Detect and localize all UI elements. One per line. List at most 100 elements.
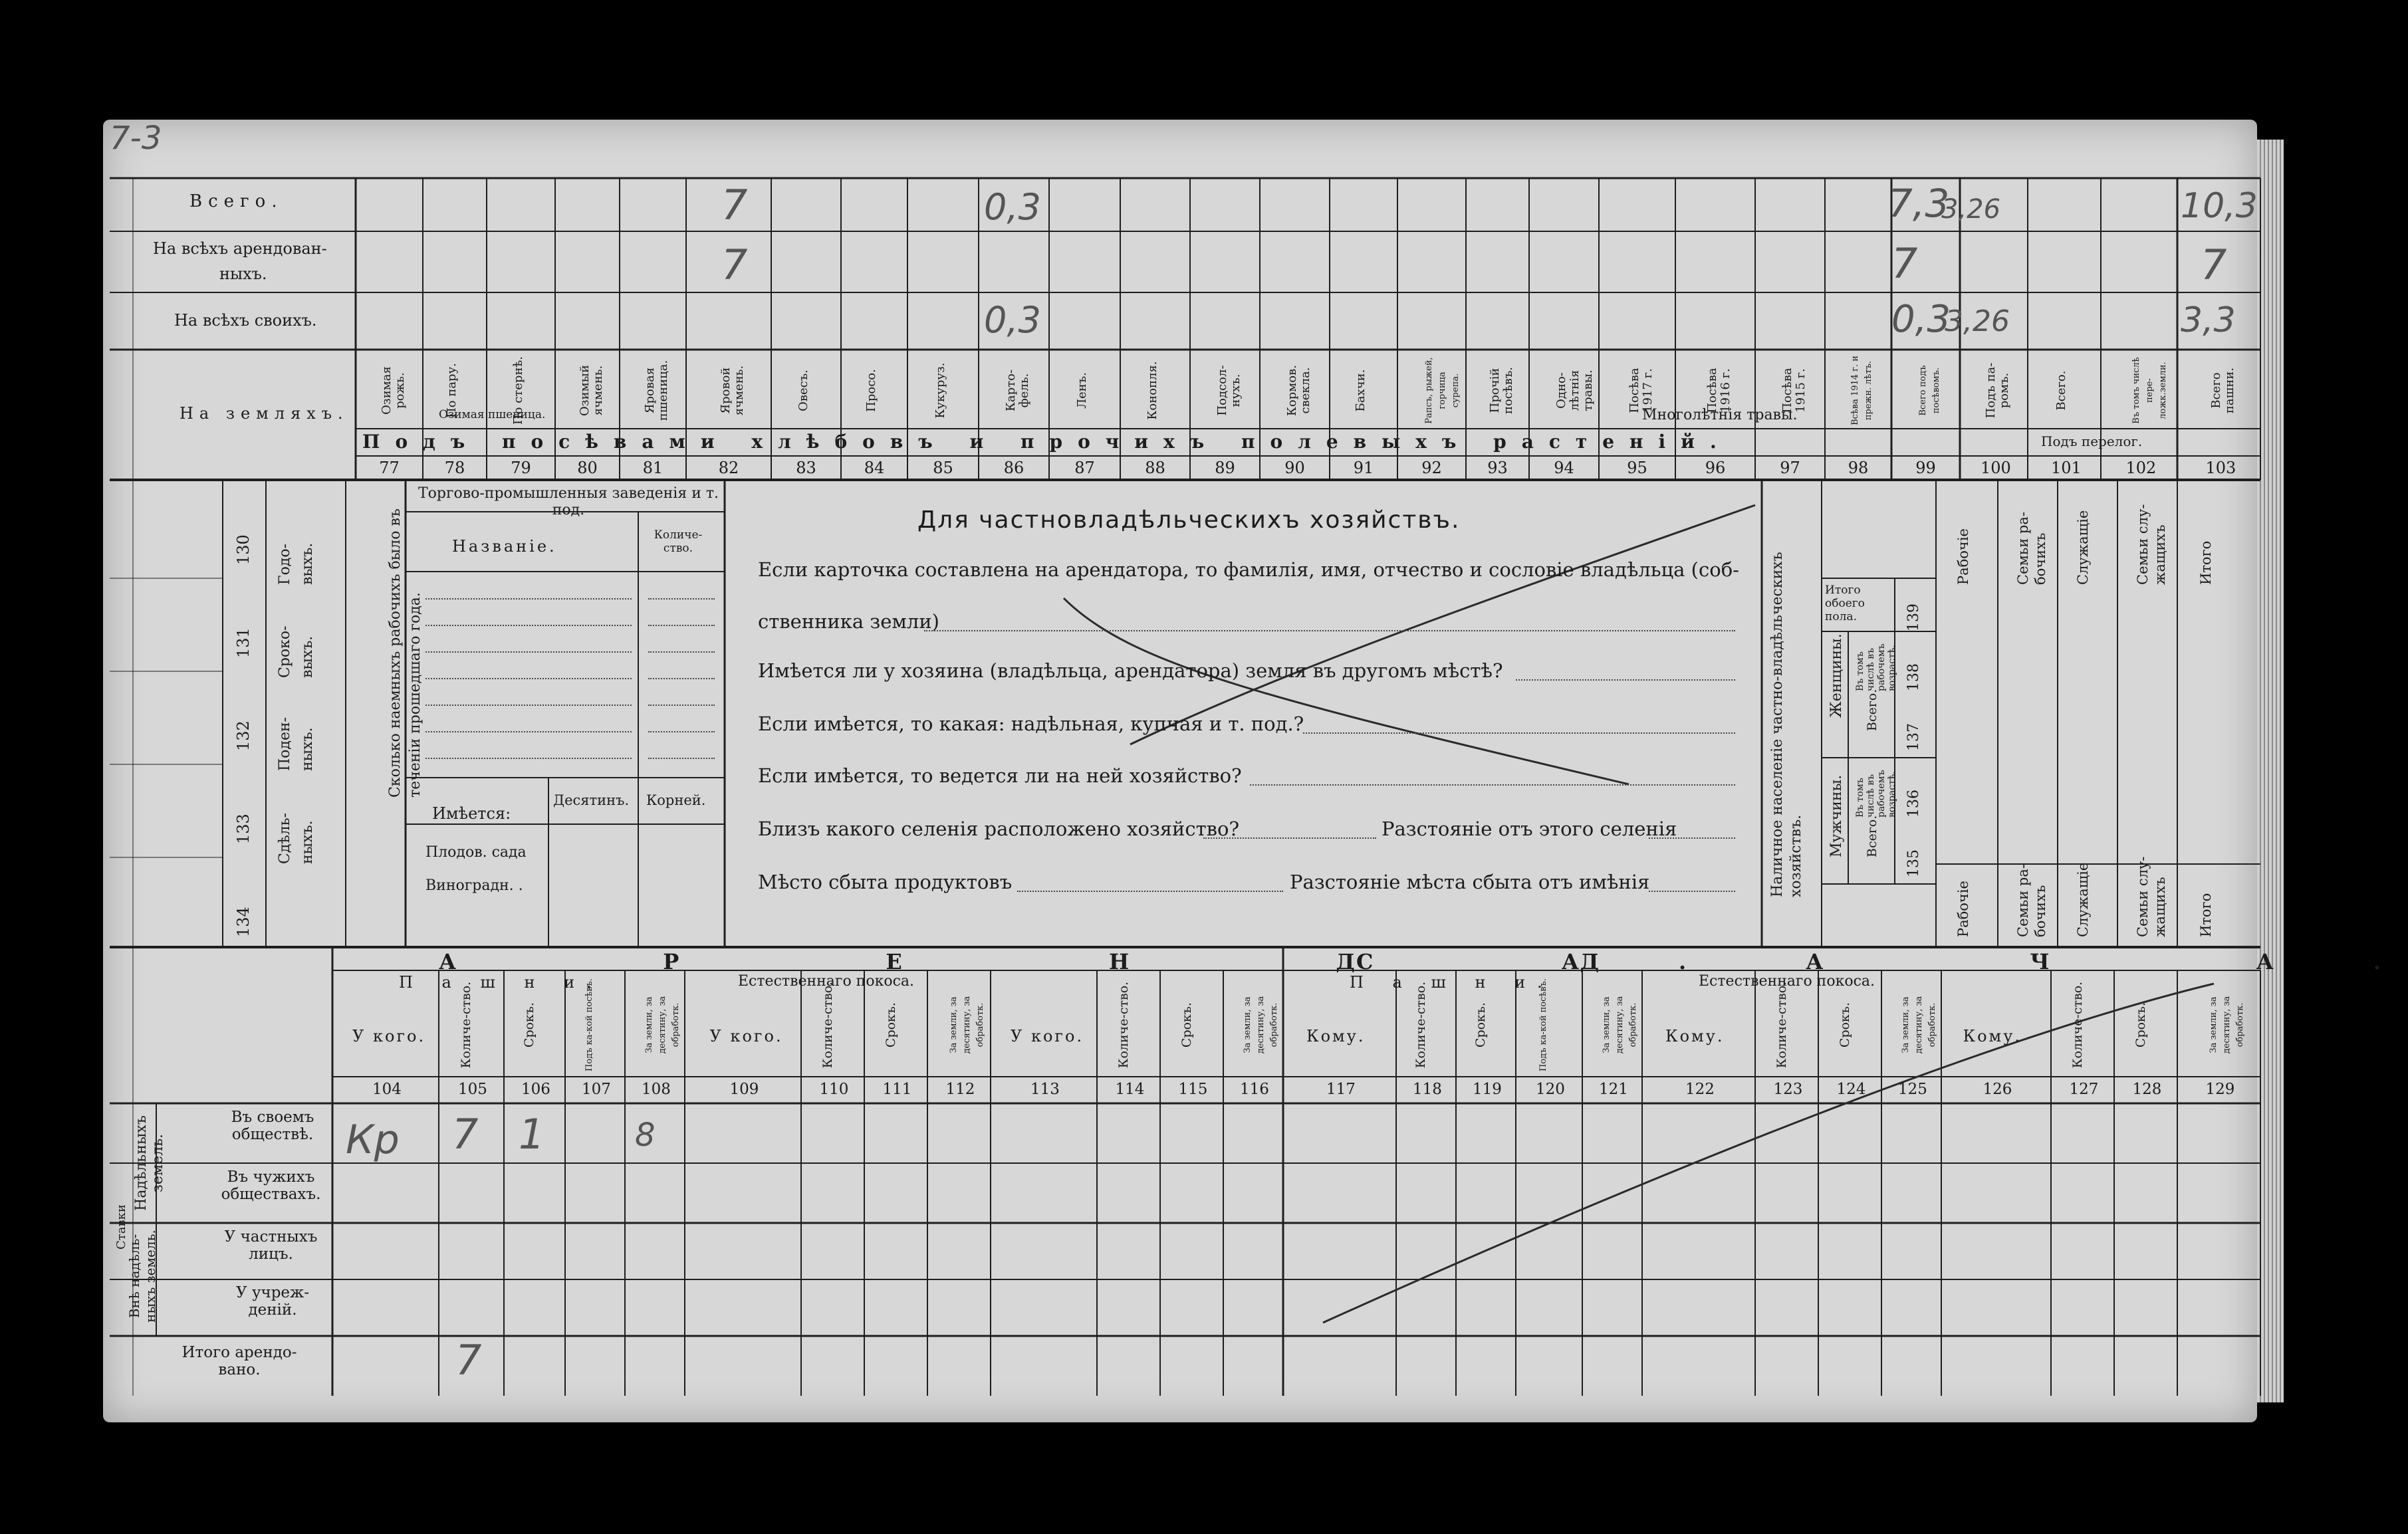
bottom-col-number-115: 115 bbox=[1178, 1081, 1208, 1098]
hw-total-105: 7 bbox=[455, 1336, 482, 1384]
worker-label-132: Поден-ныхъ. bbox=[277, 716, 316, 771]
bottom-col-number-117: 117 bbox=[1326, 1081, 1356, 1098]
population-title: Наличное населеніе частно-владѣльческихъ… bbox=[1769, 552, 1804, 897]
bottom-col-number-106: 106 bbox=[521, 1081, 550, 1098]
pop-men-vsego: Всего. bbox=[1865, 815, 1879, 857]
answer-line-6[interactable] bbox=[1649, 837, 1735, 839]
bottom-col-number-113: 113 bbox=[1030, 1081, 1060, 1098]
bottom-col-number-111: 111 bbox=[882, 1081, 912, 1098]
answer-line-1[interactable] bbox=[924, 630, 1735, 631]
col-number-100: 100 bbox=[1981, 459, 2011, 477]
arenda-pokos: Естественнаго покоса. bbox=[738, 973, 915, 990]
row-uchrezh: У учреж-деній. bbox=[236, 1284, 309, 1319]
answer-line-4[interactable] bbox=[1250, 784, 1735, 786]
pop-num-139: 139 bbox=[1905, 603, 1922, 631]
pop-women-working: Въ томъ числѣ въ рабочемъ возрастѣ. bbox=[1855, 643, 1897, 691]
col-number-93: 93 bbox=[1487, 459, 1508, 477]
trade-qty-header: Количе-ство. bbox=[654, 528, 703, 555]
bottom-col-header-118: Количе-ство. bbox=[1413, 981, 1428, 1069]
bottom-col-number-122: 122 bbox=[1685, 1081, 1715, 1098]
col-header-81: Яровая пшеница. bbox=[643, 360, 670, 421]
pop-women-vsego: Всего. bbox=[1865, 689, 1879, 731]
answer-line-8[interactable] bbox=[1649, 891, 1735, 892]
worker-label-131: Сроко-выхъ. bbox=[277, 625, 316, 678]
trade-row[interactable] bbox=[425, 705, 632, 706]
pop-col-bottom-0: Рабочіе bbox=[1955, 881, 1971, 937]
col-header-92: Рапсъ, рыжей, горчица сурепа. bbox=[1423, 357, 1461, 424]
answer-line-2[interactable] bbox=[1516, 679, 1735, 681]
trade-title: Торгово-промышленныя заведенія и т. под. bbox=[418, 485, 719, 518]
hw-arend-103: 7 bbox=[2201, 241, 2227, 289]
row-label-arend-2: ныхъ. bbox=[219, 265, 267, 283]
pop-men-working: Въ томъ числѣ въ рабочемъ возрастѣ. bbox=[1855, 770, 1897, 818]
bottom-col-header-115: Срокъ. bbox=[1179, 1002, 1194, 1048]
group-vne: Внѣ надѣль-ныхъ земель. bbox=[126, 1230, 158, 1323]
bottom-col-header-106: Срокъ. bbox=[522, 1002, 537, 1048]
trade-row[interactable] bbox=[425, 598, 632, 600]
hired-note: Сколько наемныхъ рабочихъ было въ течені… bbox=[387, 508, 423, 798]
trade-row-qty[interactable] bbox=[648, 598, 715, 600]
trade-row[interactable] bbox=[425, 731, 632, 732]
hw-vsego-100: 3,26 bbox=[1941, 194, 2001, 225]
col-number-83: 83 bbox=[796, 459, 816, 477]
col-number-102: 102 bbox=[2125, 459, 2157, 477]
col-number-98: 98 bbox=[1848, 459, 1869, 477]
bottom-col-number-129: 129 bbox=[2205, 1081, 2235, 1098]
bottom-col-header-127: Количе-ство. bbox=[2070, 981, 2085, 1069]
trade-row[interactable] bbox=[425, 678, 632, 679]
bottom-col-number-128: 128 bbox=[2132, 1081, 2162, 1098]
col-number-84: 84 bbox=[864, 459, 885, 477]
hw-r1-108: 8 bbox=[635, 1117, 656, 1154]
worker-label-133: Сдѣль-ныхъ. bbox=[277, 812, 316, 864]
col-number-89: 89 bbox=[1215, 459, 1235, 477]
trade-row-qty[interactable] bbox=[648, 705, 715, 706]
trade-row-qty[interactable] bbox=[648, 625, 715, 626]
worker-num-133: 133 bbox=[234, 814, 253, 844]
trade-row[interactable] bbox=[425, 625, 632, 626]
group-nadel: Надѣльныхъ земель. bbox=[133, 1115, 166, 1211]
card-stack-edge bbox=[2257, 140, 2284, 1402]
hw-vsego-82: 7 bbox=[721, 181, 748, 229]
private-q6a: Мѣсто сбыта продуктовъ bbox=[758, 871, 1013, 893]
col-header-101: Всего. bbox=[2054, 370, 2068, 411]
private-q5a: Близъ какого селенія расположено хозяйст… bbox=[758, 818, 1240, 840]
hw-svoih-100: 3,26 bbox=[1945, 304, 2010, 338]
trade-row[interactable] bbox=[425, 758, 632, 759]
private-title: Для частновладѣльческихъ хозяйствъ. bbox=[917, 506, 1461, 534]
pop-col-top-3: Семьи слу-жащихъ bbox=[2135, 504, 2168, 586]
corner-note: 7-3 bbox=[110, 120, 162, 157]
bottom-col-header-123: Количе-ство. bbox=[1774, 981, 1789, 1069]
trade-row-qty[interactable] bbox=[648, 678, 715, 679]
col-header-88: Конопля. bbox=[1145, 361, 1159, 420]
trade-row-qty[interactable] bbox=[648, 651, 715, 653]
pop-num-138: 138 bbox=[1905, 663, 1922, 691]
col-header-80: Озимый ячмень. bbox=[577, 365, 605, 416]
answer-line-3[interactable] bbox=[1303, 732, 1735, 734]
bottom-col-header-107: Подъ ка-кой посѣвъ. bbox=[584, 978, 594, 1071]
trade-row-qty[interactable] bbox=[648, 758, 715, 759]
trade-row-qty[interactable] bbox=[648, 731, 715, 732]
bottom-col-number-120: 120 bbox=[1536, 1081, 1565, 1098]
private-q1a: Если карточка составлена на арендатора, … bbox=[758, 558, 1739, 581]
pop-men: Мужчины. bbox=[1828, 774, 1845, 857]
hw-r1-104: Кр bbox=[346, 1117, 400, 1163]
hw-svoih-86: 0,3 bbox=[984, 299, 1041, 341]
col-header-98: Всѣва 1914 г. и прежн. лѣтъ. bbox=[1850, 356, 1873, 425]
group-fallow: Подъ перелог. bbox=[2041, 433, 2143, 449]
private-q5b: Разстояніе отъ этого селенія bbox=[1382, 818, 1677, 840]
col-header-77: Озимая рожь. bbox=[379, 366, 407, 415]
answer-line-5[interactable] bbox=[1203, 837, 1376, 839]
row-svoem: Въ своемъ обществѣ. bbox=[231, 1109, 314, 1143]
col-number-94: 94 bbox=[1554, 459, 1574, 477]
answer-line-7[interactable] bbox=[1017, 891, 1283, 892]
trade-row[interactable] bbox=[425, 651, 632, 653]
col-number-85: 85 bbox=[933, 459, 953, 477]
bottom-col-number-126: 126 bbox=[1983, 1081, 2012, 1098]
col-number-78: 78 bbox=[444, 459, 465, 477]
col-number-90: 90 bbox=[1284, 459, 1305, 477]
bottom-col-number-112: 112 bbox=[945, 1081, 975, 1098]
col-number-81: 81 bbox=[642, 459, 663, 477]
bottom-col-header-121: За земли, за десятину, за обработк. bbox=[1602, 996, 1638, 1054]
bottom-col-header-129: За земли, за десятину, за обработк. bbox=[2208, 996, 2245, 1054]
